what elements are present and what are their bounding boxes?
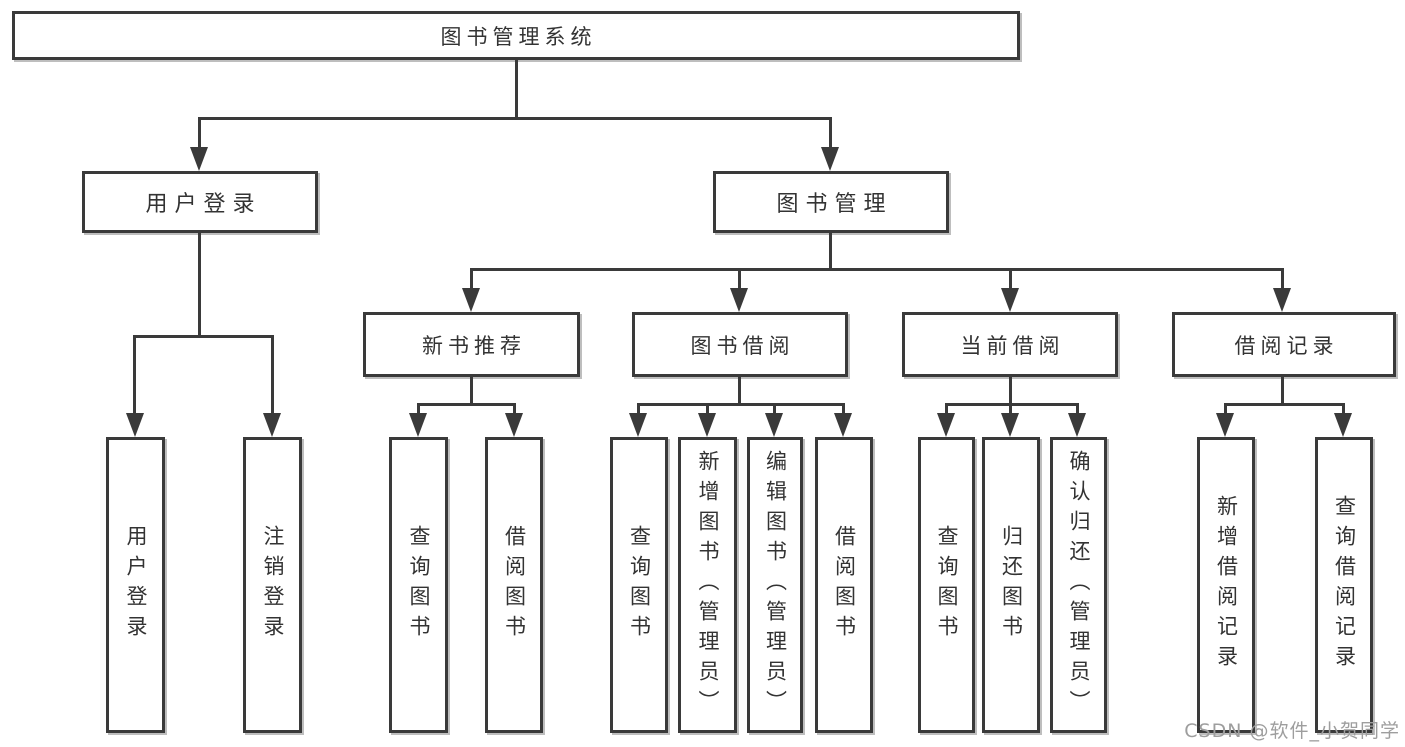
connector-bookmgmt-drop-4 bbox=[1281, 268, 1284, 293]
node-records-label: 借阅记录 bbox=[1234, 333, 1339, 358]
arrowhead-borrow-edit bbox=[765, 413, 783, 437]
arrowhead-borrow-query bbox=[629, 413, 647, 437]
node-leaf-borrow-edit: 编辑图书（管理员） bbox=[747, 437, 803, 733]
node-records: 借阅记录 bbox=[1172, 312, 1396, 377]
node-leaf-borrow-edit-label: 编辑图书（管理员） bbox=[763, 450, 788, 720]
node-leaf-newbooks-query-label: 查询图书 bbox=[407, 525, 431, 645]
arrowhead-records-query bbox=[1334, 413, 1352, 437]
connector-borrow-horizontal bbox=[637, 403, 845, 406]
connector-borrow-drop-4 bbox=[842, 403, 845, 417]
connector-records-drop-2 bbox=[1342, 403, 1345, 417]
node-leaf-borrow-query-label: 查询图书 bbox=[627, 525, 652, 645]
node-leaf-current-query-label: 查询图书 bbox=[935, 525, 959, 645]
connector-bookmgmt-drop-1 bbox=[470, 268, 473, 293]
arrowhead-borrow-borrow bbox=[834, 413, 852, 437]
node-leaf-logout: 注销登录 bbox=[243, 437, 302, 733]
connector-root-horizontal bbox=[198, 117, 832, 120]
node-leaf-records-add-label: 新增借阅记录 bbox=[1214, 495, 1239, 675]
connector-bookmgmt-horizontal bbox=[470, 268, 1284, 271]
arrowhead-new-books bbox=[462, 288, 480, 312]
connector-borrow-drop-3 bbox=[773, 403, 776, 417]
node-leaf-borrow-borrow-label: 借阅图书 bbox=[832, 525, 857, 645]
connector-root-drop-left bbox=[198, 117, 201, 151]
arrowhead-newbooks-borrow bbox=[505, 413, 523, 437]
connector-bookmgmt-stub bbox=[829, 231, 832, 271]
node-leaf-current-query: 查询图书 bbox=[918, 437, 975, 733]
connector-newbooks-drop-1 bbox=[417, 403, 420, 417]
connector-borrow-drop-2 bbox=[706, 403, 709, 417]
connector-current-drop-1 bbox=[945, 403, 948, 417]
node-user-login-label: 用户登录 bbox=[145, 192, 262, 217]
watermark-text: CSDN @软件_小贺同学 bbox=[1184, 720, 1400, 742]
connector-borrow-drop-1 bbox=[637, 403, 640, 417]
connector-userlogin-horizontal bbox=[133, 335, 274, 338]
connector-current-drop-3 bbox=[1076, 403, 1079, 417]
node-book-mgmt: 图书管理 bbox=[713, 171, 949, 233]
arrowhead-leaf-user-login bbox=[126, 413, 144, 437]
node-leaf-borrow-add: 新增图书（管理员） bbox=[678, 437, 737, 733]
node-leaf-current-confirm-label: 确认归还（管理员） bbox=[1067, 450, 1091, 720]
node-root-label: 图书管理系统 bbox=[440, 24, 597, 49]
connector-current-stub bbox=[1009, 375, 1012, 406]
connector-userlogin-drop-2 bbox=[271, 335, 274, 416]
node-book-mgmt-label: 图书管理 bbox=[776, 192, 893, 217]
node-leaf-records-query: 查询借阅记录 bbox=[1315, 437, 1373, 733]
node-borrow: 图书借阅 bbox=[632, 312, 848, 377]
connector-current-drop-2 bbox=[1009, 403, 1012, 417]
connector-root-stub bbox=[515, 58, 518, 119]
node-leaf-newbooks-borrow-label: 借阅图书 bbox=[502, 525, 527, 645]
node-leaf-newbooks-borrow: 借阅图书 bbox=[485, 437, 543, 733]
node-leaf-current-return-label: 归还图书 bbox=[999, 525, 1024, 645]
arrowhead-borrow bbox=[730, 288, 748, 312]
node-leaf-newbooks-query: 查询图书 bbox=[389, 437, 448, 733]
connector-borrow-stub bbox=[738, 375, 741, 406]
node-leaf-borrow-query: 查询图书 bbox=[610, 437, 668, 733]
node-leaf-current-return: 归还图书 bbox=[982, 437, 1040, 733]
node-new-books: 新书推荐 bbox=[363, 312, 580, 377]
arrowhead-leaf-logout bbox=[263, 413, 281, 437]
arrowhead-newbooks-query bbox=[409, 413, 427, 437]
node-leaf-borrow-borrow: 借阅图书 bbox=[815, 437, 873, 733]
connector-bookmgmt-drop-2 bbox=[738, 268, 741, 293]
node-leaf-user-login: 用户登录 bbox=[106, 437, 165, 733]
arrowhead-borrow-add bbox=[698, 413, 716, 437]
node-current-label: 当前借阅 bbox=[960, 333, 1065, 358]
connector-newbooks-horizontal bbox=[417, 403, 516, 406]
node-leaf-borrow-add-label: 新增图书（管理员） bbox=[696, 450, 720, 720]
connector-userlogin-drop-1 bbox=[133, 335, 136, 416]
connector-bookmgmt-drop-3 bbox=[1009, 268, 1012, 293]
arrowhead-records-add bbox=[1216, 413, 1234, 437]
arrowhead-current bbox=[1001, 288, 1019, 312]
node-leaf-user-login-label: 用户登录 bbox=[124, 525, 148, 645]
node-leaf-current-confirm: 确认归还（管理员） bbox=[1050, 437, 1107, 733]
arrowhead-records bbox=[1273, 288, 1291, 312]
connector-userlogin-stub bbox=[198, 231, 201, 338]
connector-root-drop-right bbox=[829, 117, 832, 151]
node-current: 当前借阅 bbox=[902, 312, 1118, 377]
connector-records-horizontal bbox=[1224, 403, 1344, 406]
connector-records-stub bbox=[1281, 375, 1284, 406]
node-borrow-label: 图书借阅 bbox=[690, 333, 795, 358]
node-leaf-records-query-label: 查询借阅记录 bbox=[1332, 495, 1357, 675]
node-root: 图书管理系统 bbox=[12, 11, 1020, 60]
connector-current-horizontal bbox=[945, 403, 1079, 406]
arrowhead-book-mgmt bbox=[821, 147, 839, 171]
arrowhead-user-login bbox=[190, 147, 208, 171]
connector-newbooks-stub bbox=[470, 375, 473, 406]
connector-records-drop-1 bbox=[1224, 403, 1227, 417]
connector-newbooks-drop-2 bbox=[513, 403, 516, 417]
arrowhead-current-confirm bbox=[1068, 413, 1086, 437]
arrowhead-current-return bbox=[1001, 413, 1019, 437]
node-new-books-label: 新书推荐 bbox=[422, 333, 526, 358]
node-user-login: 用户登录 bbox=[82, 171, 318, 233]
node-leaf-logout-label: 注销登录 bbox=[261, 525, 285, 645]
arrowhead-current-query bbox=[937, 413, 955, 437]
node-leaf-records-add: 新增借阅记录 bbox=[1197, 437, 1255, 733]
